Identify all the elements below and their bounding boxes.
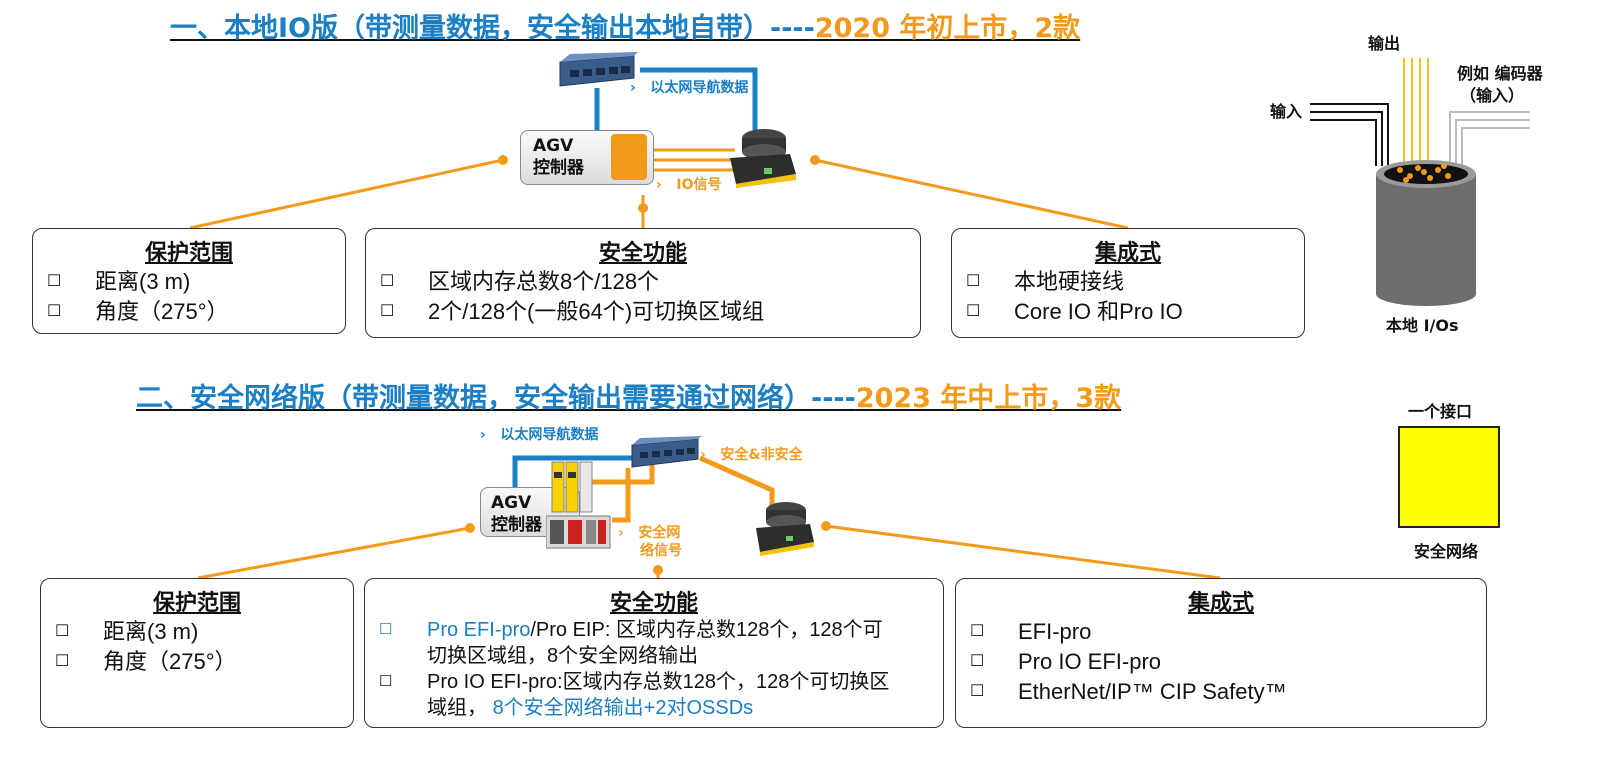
safe-net-link-b — [698, 455, 775, 510]
network-switch-icon — [631, 436, 702, 468]
box-title: 集成式 — [1094, 241, 1161, 266]
callout-dot — [465, 523, 475, 533]
safety-network-label: 安全网络 — [1414, 542, 1479, 561]
checkbox-icon: ☐ — [966, 273, 981, 290]
safety-controller-icon — [551, 461, 593, 513]
input-label: 输入 — [1270, 102, 1303, 121]
integration-box-2: 集成式 ☐EFI-pro ☐Pro IO EFI-pro ☐EtherNet/I… — [955, 578, 1487, 728]
callout-integrate-1 — [814, 158, 1129, 230]
checkbox-icon: ☐ — [55, 623, 70, 640]
checkbox-icon: ☐ — [47, 303, 62, 320]
agv-controller-1: AGV 控制器 — [520, 130, 654, 185]
callout-dot — [653, 565, 663, 575]
net-signal-label-2: 络信号 — [640, 543, 682, 559]
checkbox-icon: ☐ — [970, 653, 985, 670]
one-interface-label: 一个接口 — [1408, 402, 1473, 421]
box-title: 安全功能 — [609, 591, 698, 616]
section2-title: 二、安全网络版（带测量数据，安全输出需要通过网络）----2023 年中上市，3… — [136, 376, 1121, 415]
checkbox-icon: ☐ — [380, 303, 395, 320]
integration-box-1: 集成式 ☐本地硬接线 ☐Core IO 和Pro IO — [951, 228, 1305, 338]
callout-protect-1 — [189, 158, 504, 230]
checkbox-icon: ☐ — [966, 303, 981, 320]
checkbox-icon: ☐ — [970, 683, 985, 700]
agv-label-line1: AGV — [491, 493, 532, 513]
checkbox-icon: ☐ — [47, 273, 62, 290]
agv-label-line1: AGV — [533, 136, 574, 156]
eth-link-2 — [512, 455, 636, 490]
agv-label-line2: 控制器 — [491, 515, 542, 535]
list-item: ☐2个/128个(一般64个)可切换区域组 — [366, 297, 920, 327]
callout-dot — [638, 203, 648, 213]
agv-label-line2: 控制器 — [533, 158, 584, 178]
box-title: 集成式 — [1187, 591, 1254, 616]
callout-dot — [810, 155, 820, 165]
plc-icon — [546, 515, 611, 549]
local-io-cylinder-icon — [1310, 58, 1530, 306]
section1-title-main: 一、本地IO版（带测量数据，安全输出本地自带）---- — [170, 13, 815, 44]
list-item-cont: 域组， 8个安全网络输出+2对OSSDs — [427, 697, 754, 719]
section2-title-date: 2023 年中上市，3款 — [855, 383, 1122, 414]
list-item: ☐角度（275°） — [33, 297, 345, 327]
callout-dot — [498, 155, 508, 165]
list-item: ☐Pro IO EFI-pro — [956, 647, 1486, 677]
eth-label-1: › 以太网导航数据 — [630, 80, 749, 96]
checkbox-icon: ☐ — [970, 623, 985, 640]
list-item: ☐EFI-pro — [956, 617, 1486, 647]
laser-scanner-icon — [756, 502, 814, 556]
box-title: 保护范围 — [144, 241, 233, 266]
encoder-sub-label: （输入） — [1460, 86, 1525, 105]
checkbox-icon: ☐ — [379, 673, 393, 690]
box-title: 安全功能 — [598, 241, 687, 266]
callout-dot — [821, 521, 831, 531]
checkbox-icon: ☐ — [55, 653, 70, 670]
list-item: ☐区域内存总数8个/128个 — [366, 267, 920, 297]
protect-range-box-1: 保护范围 ☐距离(3 m) ☐角度（275°） — [32, 228, 346, 334]
checkbox-icon: ☐ — [379, 621, 393, 638]
safe-net-link-a — [590, 464, 655, 485]
safe-net-link-c — [612, 468, 631, 523]
list-item-cont: 切换区域组，8个安全网络输出 — [427, 645, 699, 667]
io-label: › IO信号 — [656, 177, 722, 193]
list-item: ☐Core IO 和Pro IO — [952, 297, 1304, 327]
io-module — [611, 134, 647, 180]
eth-link-1 — [640, 67, 758, 130]
list-item: ☐EtherNet/IP™ CIP Safety™ — [956, 677, 1486, 707]
laser-scanner-icon — [730, 129, 796, 188]
list-item: ☐Pro EFI-pro/Pro EIP: 区域内存总数128个，128个可 — [379, 619, 883, 641]
section1-title: 一、本地IO版（带测量数据，安全输出本地自带）----2020 年初上市，2款 — [170, 6, 1080, 45]
protect-range-box-2: 保护范围 ☐距离(3 m) ☐角度（275°） — [40, 578, 354, 728]
safety-label: › 安全&非安全 — [700, 447, 803, 463]
list-item: ☐本地硬接线 — [952, 267, 1304, 297]
box-title: 保护范围 — [152, 591, 241, 616]
encoder-label: 例如 编码器 — [1457, 64, 1543, 83]
safety-function-box-1: 安全功能 ☐区域内存总数8个/128个 ☐2个/128个(一般64个)可切换区域… — [365, 228, 921, 338]
network-switch-icon — [559, 52, 638, 87]
list-item: ☐距离(3 m) — [33, 267, 345, 297]
output-label: 输出 — [1368, 34, 1401, 53]
section2-title-main: 二、安全网络版（带测量数据，安全输出需要通过网络）---- — [136, 383, 856, 414]
callout-integrate-2 — [825, 524, 1221, 580]
checkbox-icon: ☐ — [380, 273, 395, 290]
eth-label-2: › 以太网导航数据 — [480, 427, 599, 443]
safety-network-interface-square — [1398, 426, 1500, 528]
safety-function-box-2: 安全功能 ☐Pro EFI-pro/Pro EIP: 区域内存总数128个，12… — [364, 578, 944, 728]
list-item: ☐Pro IO EFI-pro:区域内存总数128个，128个可切换区 — [379, 671, 890, 693]
list-item: ☐距离(3 m) — [41, 617, 353, 647]
list-item: ☐角度（275°） — [41, 647, 353, 677]
net-signal-label: › 安全网 — [618, 525, 681, 541]
local-ios-label: 本地 I/Os — [1386, 316, 1459, 335]
section1-title-date: 2020 年初上市，2款 — [814, 13, 1081, 44]
callout-protect-2 — [197, 526, 471, 580]
